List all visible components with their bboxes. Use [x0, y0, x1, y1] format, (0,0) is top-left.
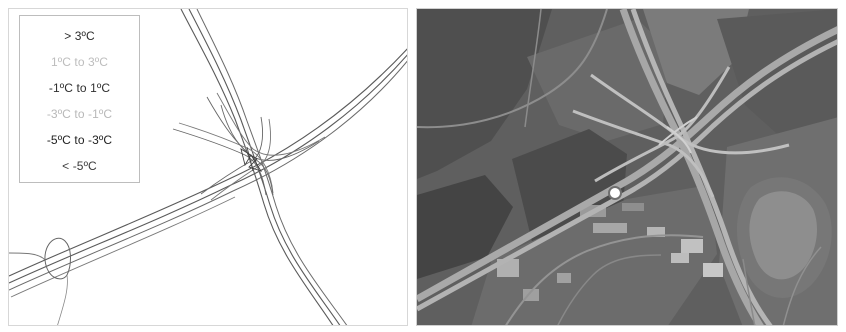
- legend-item-1-to-3: 1ºC to 3ºC: [20, 49, 139, 75]
- aerial-photo-panel: [416, 8, 838, 326]
- legend-item-above-3: > 3ºC: [20, 23, 139, 49]
- legend-label-minus5-to-minus3: -5ºC to -3ºC: [46, 133, 113, 147]
- legend-label-above-3: > 3ºC: [64, 29, 95, 43]
- legend-label-minus1-to-1: -1ºC to 1ºC: [48, 81, 111, 95]
- temperature-legend: > 3ºC 1ºC to 3ºC -1ºC to 1ºC -3ºC to -1º…: [19, 15, 140, 183]
- legend-label-minus3-to-minus1: -3ºC to -1ºC: [46, 107, 113, 121]
- legend-label-below-minus5: < -5ºC: [62, 159, 97, 173]
- road-temperature-map-panel: > 3ºC 1ºC to 3ºC -1ºC to 1ºC -3ºC to -1º…: [8, 8, 408, 326]
- legend-item-minus5-to-minus3: -5ºC to -3ºC: [20, 127, 139, 153]
- aerial-photo: [417, 9, 837, 325]
- legend-item-below-minus5: < -5ºC: [20, 153, 139, 179]
- road-network-lines: [9, 9, 407, 325]
- legend-item-minus3-to-minus1: -3ºC to -1ºC: [20, 101, 139, 127]
- legend-item-minus1-to-1: -1ºC to 1ºC: [20, 75, 139, 101]
- legend-label-1-to-3: 1ºC to 3ºC: [50, 55, 109, 69]
